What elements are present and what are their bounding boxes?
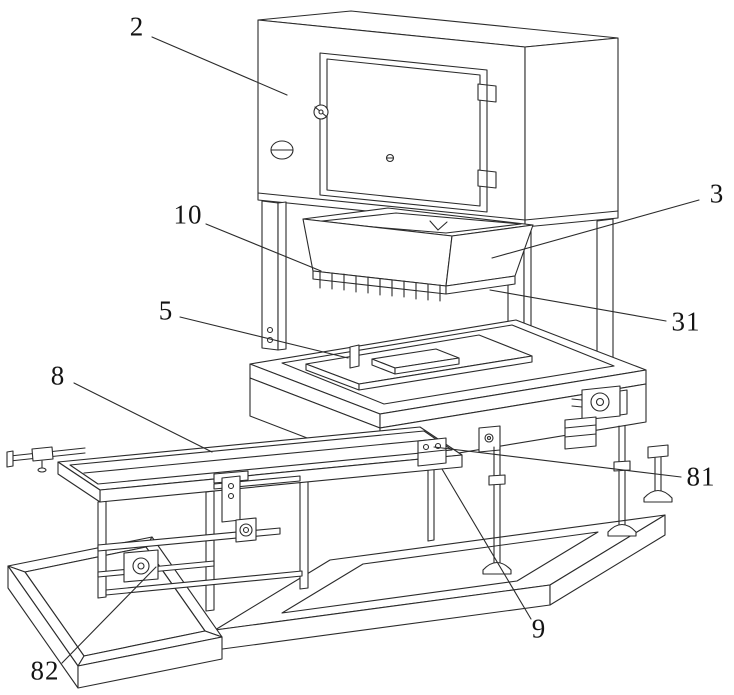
leader-5	[179, 316, 349, 359]
leveling-foot-corner	[643, 444, 673, 503]
side-bracket	[417, 437, 447, 467]
hopper-comb-plate	[312, 270, 516, 302]
leader-81	[433, 446, 682, 478]
pedestal-motor	[123, 549, 159, 583]
leveling-foot-front	[482, 561, 512, 575]
ref-label-81: 81	[686, 461, 716, 492]
leader-3	[491, 199, 700, 259]
door-knob-icon	[313, 104, 329, 120]
ref-label-10: 10	[173, 199, 203, 230]
leader-2	[151, 36, 288, 96]
support-rod-front	[488, 446, 506, 567]
pedestal	[97, 470, 309, 612]
ref-label-31: 31	[671, 306, 701, 337]
carriage	[213, 470, 301, 543]
leader-8	[73, 382, 213, 453]
ref-label-2: 2	[129, 11, 145, 42]
table-opening	[305, 334, 533, 391]
leader-31	[489, 289, 667, 322]
ref-label-82: 82	[30, 655, 60, 686]
support-rod-right	[613, 425, 631, 529]
cabinet-vent-hole	[270, 140, 294, 160]
ref-label-3: 3	[709, 178, 725, 209]
leveling-foot-right	[607, 523, 637, 537]
conveyor-table	[6, 426, 463, 612]
ref-label-8: 8	[50, 360, 66, 391]
ref-label-5: 5	[158, 295, 174, 326]
edge-clamp	[478, 425, 501, 453]
leader-9	[441, 468, 532, 620]
cabinet-door	[313, 52, 497, 213]
leader-lines	[61, 36, 700, 664]
end-post	[427, 464, 435, 542]
guide-rods	[6, 446, 86, 473]
floor-tray-front	[7, 565, 223, 689]
base-frame	[214, 425, 673, 651]
hopper	[302, 207, 534, 302]
leader-10	[205, 223, 322, 272]
door-hinge-bottom-icon	[477, 169, 497, 189]
leader-82	[61, 566, 157, 664]
door-hinge-top-icon	[477, 83, 497, 103]
ref-label-9: 9	[531, 613, 547, 644]
gearbox	[564, 416, 597, 450]
drive-motor	[571, 385, 628, 421]
electrical-cabinet	[257, 10, 619, 228]
